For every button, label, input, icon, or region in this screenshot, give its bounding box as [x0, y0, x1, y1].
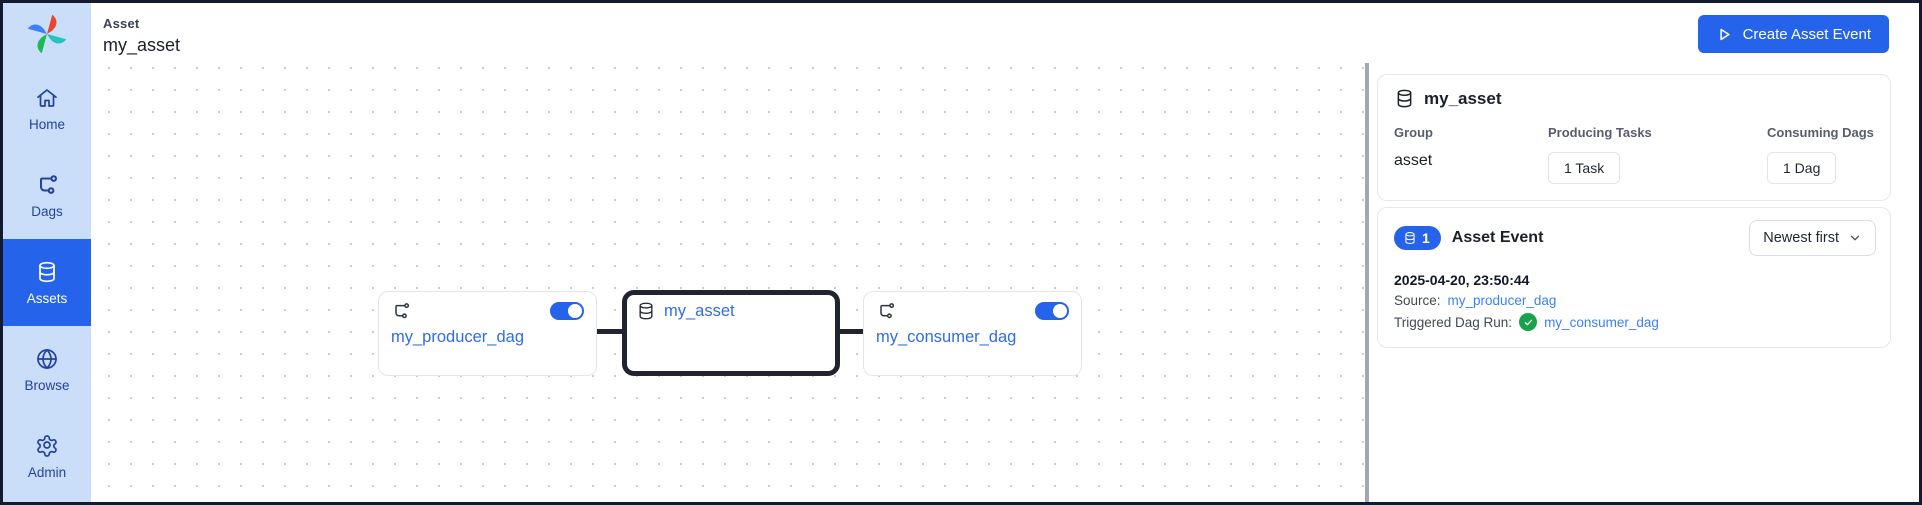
dag-icon: [39, 174, 58, 194]
sidebar-item-home[interactable]: Home: [3, 65, 91, 152]
consuming-dags-button[interactable]: 1 Dag: [1767, 152, 1837, 184]
database-icon: [1405, 232, 1415, 244]
node-dag-link[interactable]: my_consumer_dag: [876, 328, 1017, 346]
gear-icon: [37, 434, 57, 457]
dag-pause-toggle[interactable]: [550, 302, 584, 320]
graph-node-consumer-dag[interactable]: my_consumer_dag: [863, 291, 1082, 376]
play-icon: [1719, 28, 1730, 40]
database-icon: [639, 302, 653, 320]
airflow-pinwheel-icon: [27, 14, 67, 54]
chevron-down-icon: [1850, 235, 1860, 241]
edge-asset-to-consumer: [833, 329, 871, 334]
database-icon: [1397, 89, 1412, 108]
sort-order-select[interactable]: Newest first: [1749, 220, 1876, 256]
sidebar-item-browse[interactable]: Browse: [3, 326, 91, 413]
toggle-knob: [568, 304, 582, 318]
asset-event-item: 2025-04-20, 23:50:44 Source: my_producer…: [1394, 272, 1876, 331]
triggered-dag-run-link[interactable]: my_consumer_dag: [1544, 314, 1659, 330]
create-asset-event-label: Create Asset Event: [1742, 25, 1871, 43]
sidebar-item-admin[interactable]: Admin: [3, 413, 91, 500]
content-row: my_producer_dag my_asset: [91, 63, 1919, 502]
sidebar-item-assets[interactable]: Assets: [3, 239, 91, 326]
dag-icon: [880, 303, 895, 319]
asset-graph-canvas[interactable]: my_producer_dag my_asset: [91, 63, 1365, 502]
dag-pause-toggle[interactable]: [1035, 302, 1069, 320]
breadcrumb: Asset: [103, 16, 140, 31]
sort-order-value: Newest first: [1763, 230, 1839, 246]
source-dag-link[interactable]: my_producer_dag: [1447, 293, 1557, 308]
graph-node-producer-dag[interactable]: my_producer_dag: [378, 291, 597, 376]
events-card-title: Asset Event: [1451, 229, 1544, 246]
group-label: Group: [1394, 125, 1433, 140]
main-area: Asset my_asset Create Asset Event: [91, 3, 1919, 502]
database-icon: [39, 261, 55, 282]
producing-tasks-label: Producing Tasks: [1548, 125, 1652, 140]
node-asset-link[interactable]: my_asset: [664, 301, 735, 320]
edge-producer-to-asset: [589, 329, 629, 334]
asset-details-panel: my_asset Group Producing Tasks Consuming…: [1369, 63, 1919, 502]
group-value: asset: [1394, 152, 1433, 169]
event-timestamp: 2025-04-20, 23:50:44: [1394, 272, 1530, 288]
asset-events-card: 1 Asset Event Newest first 2025-04-20, 2…: [1377, 207, 1891, 348]
check-icon: [1524, 319, 1532, 325]
sidebar-item-label: Dags: [31, 203, 63, 219]
consuming-dags-label: Consuming Dags: [1767, 125, 1874, 140]
page-header: Asset my_asset Create Asset Event: [91, 3, 1919, 63]
asset-summary-card: my_asset Group Producing Tasks Consuming…: [1377, 74, 1891, 201]
sidebar-item-label: Browse: [24, 377, 70, 393]
sidebar-item-label: Admin: [27, 464, 67, 480]
panel-resize-handle[interactable]: [1365, 63, 1369, 502]
asset-card-title: my_asset: [1424, 88, 1502, 108]
triggered-dag-run-label: Triggered Dag Run:: [1394, 314, 1513, 330]
event-count-badge: 1: [1394, 226, 1441, 250]
event-count: 1: [1422, 230, 1430, 246]
globe-icon: [37, 348, 57, 369]
home-icon: [37, 88, 57, 107]
sidebar: Home Dags Assets Browse: [3, 3, 91, 502]
dag-icon: [395, 303, 410, 319]
node-dag-link[interactable]: my_producer_dag: [391, 328, 524, 346]
sidebar-item-label: Home: [28, 116, 65, 132]
success-status-icon: [1519, 313, 1538, 331]
page-title: my_asset: [103, 35, 181, 55]
producing-tasks-button[interactable]: 1 Task: [1548, 152, 1621, 184]
sidebar-item-label: Assets: [26, 290, 68, 306]
airflow-logo[interactable]: [3, 3, 91, 65]
create-asset-event-button[interactable]: Create Asset Event: [1697, 15, 1889, 53]
graph-node-asset-selected[interactable]: my_asset: [622, 290, 840, 376]
source-label: Source:: [1394, 293, 1441, 308]
sidebar-item-dags[interactable]: Dags: [3, 152, 91, 239]
toggle-knob: [1053, 304, 1067, 318]
